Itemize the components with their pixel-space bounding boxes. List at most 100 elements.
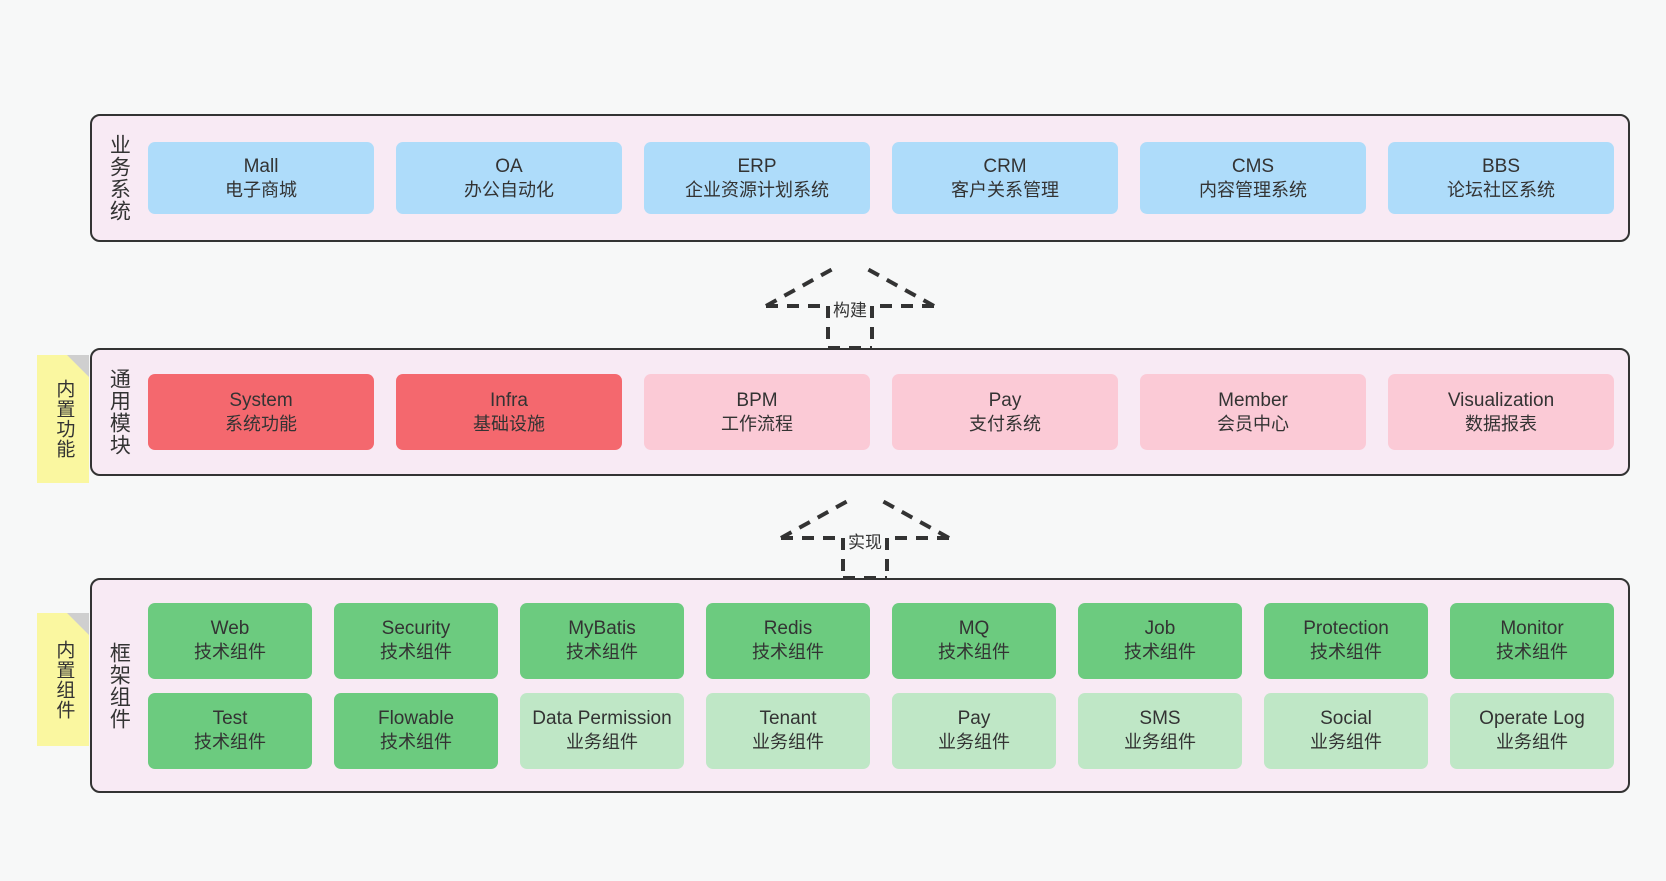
box-flowable-cn: 技术组件 <box>380 732 452 753</box>
note-builtin-function: 内置功能 <box>37 355 89 483</box>
box-sms-en: SMS <box>1139 708 1181 730</box>
box-sms[interactable]: SMS 业务组件 <box>1078 692 1242 769</box>
box-erp-cn: 企业资源计划系统 <box>685 179 829 200</box>
box-pay-component[interactable]: Pay 业务组件 <box>892 692 1056 769</box>
box-mall-cn: 电子商城 <box>225 179 297 200</box>
box-test[interactable]: Test 技术组件 <box>148 692 312 769</box>
box-pay-component-cn: 业务组件 <box>938 732 1010 753</box>
box-bpm[interactable]: BPM 工作流程 <box>644 374 870 450</box>
box-pay-module-en: Pay <box>988 389 1022 411</box>
layer-body-common-module: System 系统功能 Infra 基础设施 BPM 工作流程 Pay 支付系统… <box>144 350 1628 474</box>
box-tenant-cn: 业务组件 <box>752 732 824 753</box>
common-module-row: System 系统功能 Infra 基础设施 BPM 工作流程 Pay 支付系统… <box>148 374 1614 450</box>
box-data-permission[interactable]: Data Permission 业务组件 <box>520 692 684 769</box>
layer-body-business-system: Mall 电子商城 OA 办公自动化 ERP 企业资源计划系统 CRM 客户关系… <box>144 116 1628 240</box>
box-security-en: Security <box>381 618 451 640</box>
box-flowable[interactable]: Flowable 技术组件 <box>334 692 498 769</box>
layer-title-business-system: 业务系统 <box>107 134 131 222</box>
box-job[interactable]: Job 技术组件 <box>1078 602 1242 679</box>
box-operate-log-cn: 业务组件 <box>1496 732 1568 753</box>
box-test-cn: 技术组件 <box>194 732 266 753</box>
connector-build: 构建 <box>750 258 950 350</box>
box-mq-cn: 技术组件 <box>938 642 1010 663</box>
box-infra-en: Infra <box>489 389 529 411</box>
note-builtin-component: 内置组件 <box>37 613 89 746</box>
box-erp-en: ERP <box>737 155 777 177</box>
connector-implement-label: 实现 <box>848 533 882 552</box>
box-bpm-cn: 工作流程 <box>721 413 793 434</box>
box-mall[interactable]: Mall 电子商城 <box>148 142 374 214</box>
layer-body-framework-component: Web 技术组件 Security 技术组件 MyBatis 技术组件 Redi… <box>144 580 1628 791</box>
note-fold-corner-icon <box>67 355 89 377</box>
box-redis-en: Redis <box>763 618 813 640</box>
box-system-en: System <box>229 389 293 411</box>
box-system[interactable]: System 系统功能 <box>148 374 374 450</box>
box-crm-en: CRM <box>983 155 1027 177</box>
layer-common-module: 通用模块 System 系统功能 Infra 基础设施 BPM 工作流程 Pay… <box>90 348 1630 476</box>
box-tenant-en: Tenant <box>759 708 817 730</box>
box-mybatis-cn: 技术组件 <box>566 642 638 663</box>
box-visualization[interactable]: Visualization 数据报表 <box>1388 374 1614 450</box>
box-cms[interactable]: CMS 内容管理系统 <box>1140 142 1366 214</box>
note-builtin-component-label: 内置组件 <box>53 639 75 720</box>
box-security-cn: 技术组件 <box>380 642 452 663</box>
box-cms-en: CMS <box>1231 155 1275 177</box>
box-infra-cn: 基础设施 <box>473 413 545 434</box>
box-visualization-cn: 数据报表 <box>1465 413 1537 434</box>
box-monitor-en: Monitor <box>1500 618 1564 640</box>
box-bbs[interactable]: BBS 论坛社区系统 <box>1388 142 1614 214</box>
box-mq[interactable]: MQ 技术组件 <box>892 602 1056 679</box>
layer-business-system: 业务系统 Mall 电子商城 OA 办公自动化 ERP 企业资源计划系统 CRM… <box>90 114 1630 242</box>
box-web[interactable]: Web 技术组件 <box>148 602 312 679</box>
box-operate-log[interactable]: Operate Log 业务组件 <box>1450 692 1614 769</box>
connector-build-label: 构建 <box>833 301 867 320</box>
box-social-cn: 业务组件 <box>1310 732 1382 753</box>
box-operate-log-en: Operate Log <box>1479 708 1585 730</box>
connector-implement: 实现 <box>765 492 965 580</box>
box-web-en: Web <box>210 618 250 640</box>
box-member-en: Member <box>1218 389 1288 411</box>
box-system-cn: 系统功能 <box>225 413 297 434</box>
box-pay-module-cn: 支付系统 <box>969 413 1041 434</box>
box-crm[interactable]: CRM 客户关系管理 <box>892 142 1118 214</box>
box-infra[interactable]: Infra 基础设施 <box>396 374 622 450</box>
box-mall-en: Mall <box>243 155 279 177</box>
box-oa-cn: 办公自动化 <box>464 179 554 200</box>
layer-framework-component: 框架组件 Web 技术组件 Security 技术组件 MyBatis 技术组件… <box>90 578 1630 793</box>
business-system-row: Mall 电子商城 OA 办公自动化 ERP 企业资源计划系统 CRM 客户关系… <box>148 142 1614 214</box>
box-mybatis[interactable]: MyBatis 技术组件 <box>520 602 684 679</box>
framework-business-row: Test 技术组件 Flowable 技术组件 Data Permission … <box>148 692 1614 769</box>
box-protection-en: Protection <box>1303 618 1389 640</box>
box-member-cn: 会员中心 <box>1217 413 1289 434</box>
box-erp[interactable]: ERP 企业资源计划系统 <box>644 142 870 214</box>
box-monitor[interactable]: Monitor 技术组件 <box>1450 602 1614 679</box>
layer-title-common-module: 通用模块 <box>107 368 131 456</box>
box-job-en: Job <box>1144 618 1176 640</box>
note-fold-corner-icon <box>67 613 89 635</box>
box-bbs-cn: 论坛社区系统 <box>1447 179 1555 200</box>
box-flowable-en: Flowable <box>377 708 455 730</box>
box-protection[interactable]: Protection 技术组件 <box>1264 602 1428 679</box>
box-member[interactable]: Member 会员中心 <box>1140 374 1366 450</box>
box-redis[interactable]: Redis 技术组件 <box>706 602 870 679</box>
box-cms-cn: 内容管理系统 <box>1199 179 1307 200</box>
box-oa[interactable]: OA 办公自动化 <box>396 142 622 214</box>
box-social-en: Social <box>1320 708 1372 730</box>
framework-tech-row: Web 技术组件 Security 技术组件 MyBatis 技术组件 Redi… <box>148 602 1614 679</box>
box-data-permission-cn: 业务组件 <box>566 732 638 753</box>
layer-title-framework-component: 框架组件 <box>107 641 131 730</box>
box-mybatis-en: MyBatis <box>568 618 636 640</box>
box-web-cn: 技术组件 <box>194 642 266 663</box>
box-social[interactable]: Social 业务组件 <box>1264 692 1428 769</box>
box-pay-module[interactable]: Pay 支付系统 <box>892 374 1118 450</box>
box-bbs-en: BBS <box>1481 155 1521 177</box>
box-mq-en: MQ <box>958 618 990 640</box>
box-oa-en: OA <box>495 155 523 177</box>
note-builtin-function-label: 内置功能 <box>53 379 75 459</box>
box-visualization-en: Visualization <box>1447 389 1555 411</box>
box-test-en: Test <box>212 708 248 730</box>
box-security[interactable]: Security 技术组件 <box>334 602 498 679</box>
box-tenant[interactable]: Tenant 业务组件 <box>706 692 870 769</box>
box-monitor-cn: 技术组件 <box>1496 642 1568 663</box>
